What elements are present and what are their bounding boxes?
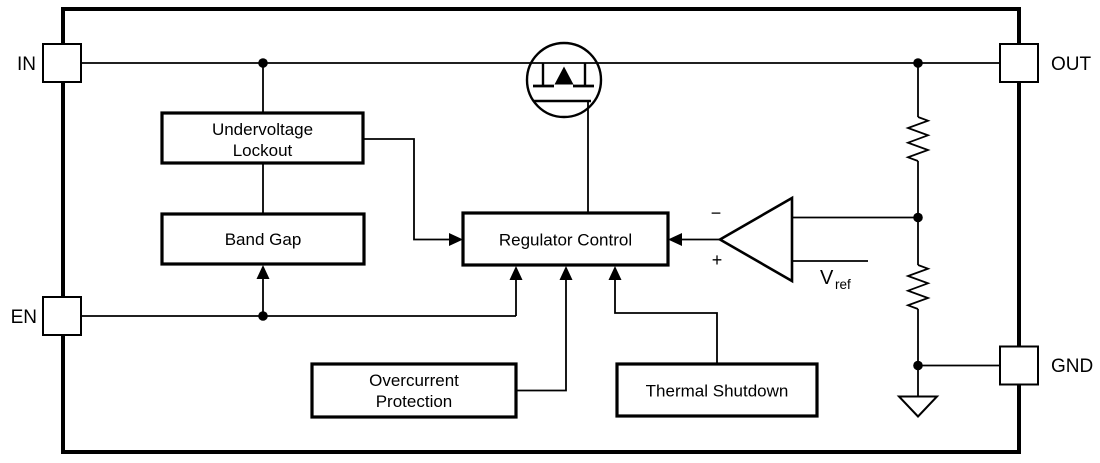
mosfet-body-arrow xyxy=(554,66,574,85)
arrowhead-ocp-into-regcontrol xyxy=(559,266,573,280)
ground-symbol xyxy=(896,395,940,418)
junction-dot-feedback-node xyxy=(913,212,923,223)
junction-dot-ground-node xyxy=(913,360,923,371)
error-amplifier-symbol xyxy=(717,195,794,284)
undervoltage-lockout-block: Undervoltage Lockout xyxy=(160,111,365,165)
error-amp-minus-label: − xyxy=(711,203,722,223)
arrowhead-thermal-into-regcontrol xyxy=(608,266,622,280)
wire-thermal-to-regcontrol xyxy=(614,278,718,364)
chip-boundary xyxy=(61,7,1021,454)
junction-dot-out-rail xyxy=(913,58,923,68)
thermal-shutdown-label: Thermal Shutdown xyxy=(646,382,789,401)
undervoltage-lockout-box xyxy=(160,111,365,165)
feedback-resistor-bottom-symbol xyxy=(905,264,931,310)
overcurrent-protection-label-line1: Overcurrent xyxy=(369,371,459,390)
pin-in-terminal xyxy=(42,43,82,83)
junction-dot-en-rail xyxy=(258,311,268,321)
band-gap-label: Band Gap xyxy=(225,230,302,249)
arrowhead-into-regcontrol-right xyxy=(668,233,682,246)
junction-dot-in-rail xyxy=(258,58,268,68)
overcurrent-protection-label-line2: Protection xyxy=(376,392,453,411)
pin-en-label: EN xyxy=(11,307,37,328)
pin-en-terminal xyxy=(42,296,82,336)
mosfet-circle xyxy=(525,41,603,119)
pin-gnd-terminal xyxy=(999,345,1039,386)
pass-mosfet-symbol xyxy=(525,41,603,119)
thermal-shutdown-box xyxy=(615,362,819,418)
arrowhead-into-bandgap xyxy=(256,265,270,279)
regulator-control-box xyxy=(461,211,670,267)
overcurrent-protection-block: Overcurrent Protection xyxy=(310,362,518,419)
arrowhead-en-into-regcontrol xyxy=(509,266,523,280)
band-gap-block: Band Gap xyxy=(160,212,366,266)
pin-in-label: IN xyxy=(17,54,36,75)
pin-out-terminal xyxy=(999,43,1039,83)
feedback-resistor-top-symbol xyxy=(905,116,931,162)
undervoltage-lockout-label-line1: Undervoltage xyxy=(212,120,313,139)
pin-gnd-label: GND xyxy=(1051,356,1093,377)
thermal-shutdown-block: Thermal Shutdown xyxy=(615,362,819,418)
pin-out-label: OUT xyxy=(1051,54,1092,75)
arrowhead-into-regcontrol-left xyxy=(449,233,463,246)
band-gap-box xyxy=(160,212,366,266)
wire-ocp-to-regcontrol xyxy=(517,278,567,392)
error-amp-plus-label: + xyxy=(712,250,723,270)
regulator-control-block: Regulator Control xyxy=(461,211,670,267)
overcurrent-protection-box xyxy=(310,362,518,419)
vref-subscript-label: ref xyxy=(835,277,851,292)
undervoltage-lockout-label-line2: Lockout xyxy=(233,141,293,160)
regulator-control-label: Regulator Control xyxy=(499,231,632,250)
vref-label: V xyxy=(820,267,834,289)
wire-uvlo-to-regcontrol xyxy=(363,138,450,241)
